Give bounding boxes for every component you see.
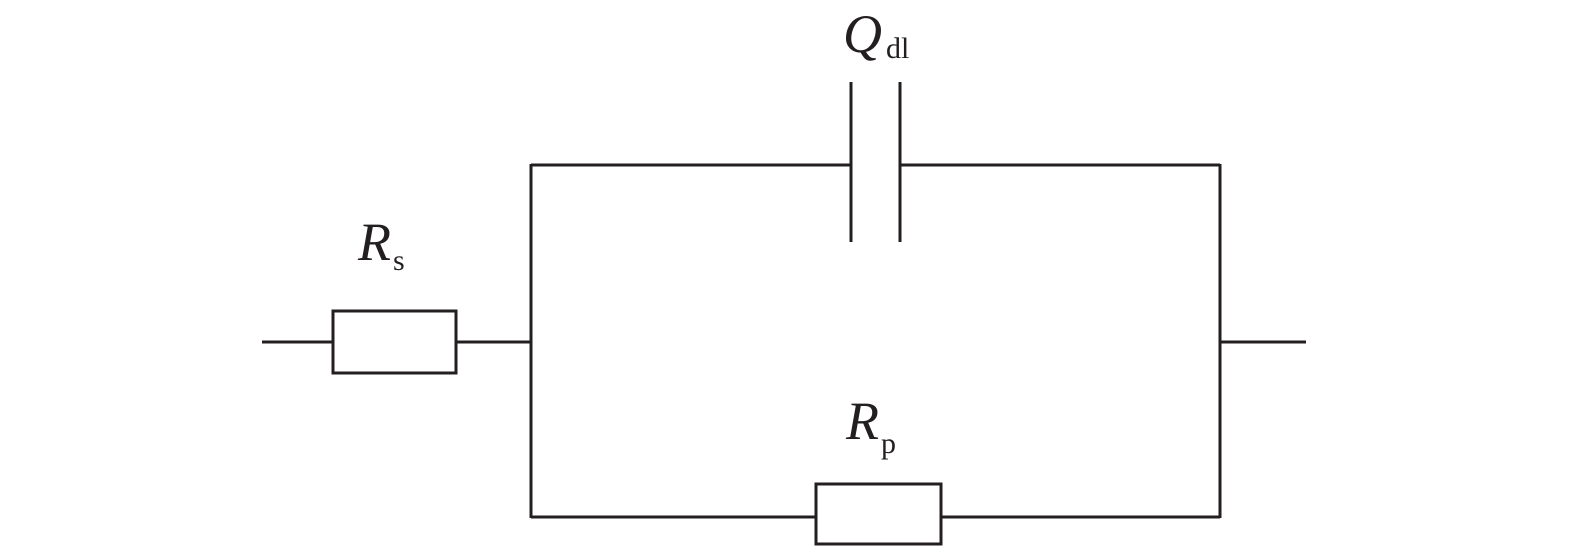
label-rs-subscript: s <box>393 244 405 277</box>
resistor-rs <box>331 309 458 375</box>
resistor-rp <box>814 482 943 546</box>
label-rp: Rp <box>845 391 896 460</box>
label-qdl-symbol: Q <box>843 4 882 64</box>
label-rp-symbol: R <box>845 391 879 451</box>
label-rp-subscript: p <box>881 427 896 460</box>
label-qdl-subscript: dl <box>886 32 909 65</box>
label-rs: Rs <box>357 212 405 277</box>
label-rs-symbol: R <box>357 212 391 272</box>
